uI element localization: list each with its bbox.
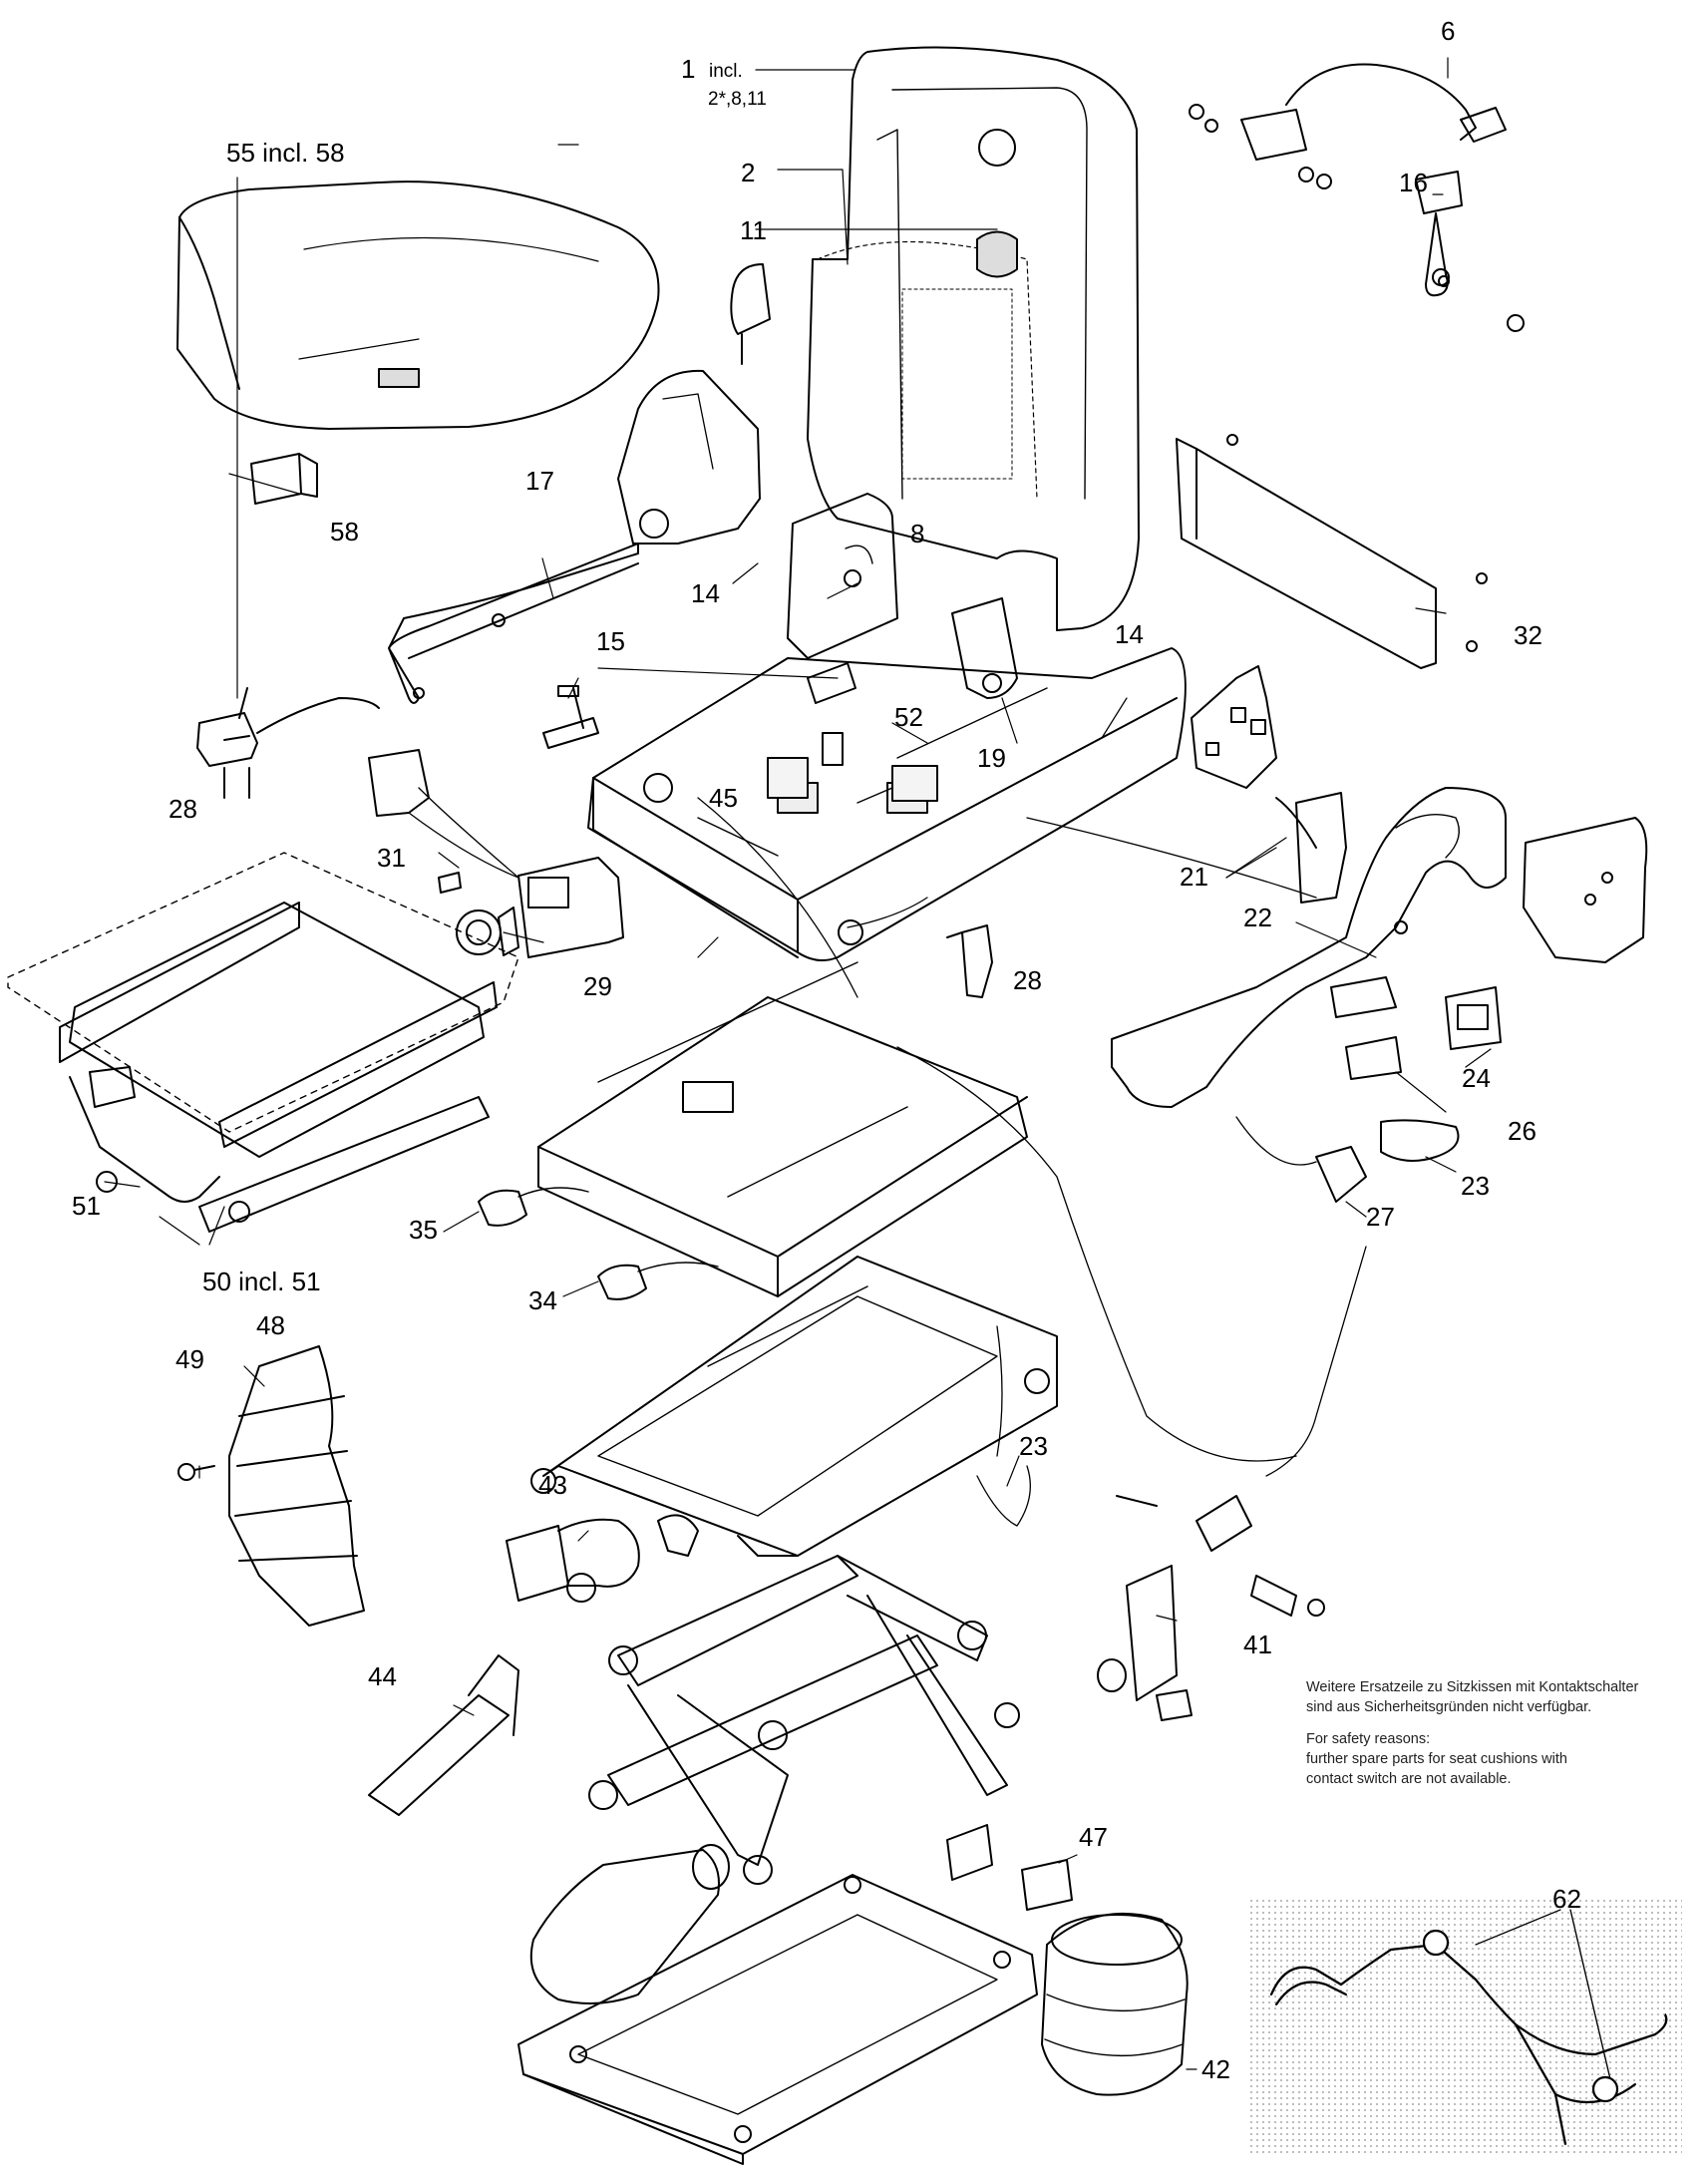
safety-note-de-line-1: Weitere Ersatzeile zu Sitzkissen mit Kon…: [1306, 1679, 1639, 1695]
part-label-1-sub: 2*,8,11: [708, 89, 767, 110]
armrest-bracket-part-21: [1191, 665, 1347, 904]
seatbelt-buckle-part-16: [1415, 171, 1525, 332]
safety-note: Weitere Ersatzeile zu Sitzkissen mit Kon…: [1306, 1677, 1638, 1789]
part-label-58: 58: [330, 517, 359, 546]
valve-part-47: [946, 1824, 1073, 1911]
side-panel-left: [617, 369, 761, 545]
backrest-lever-part-11: [730, 263, 771, 365]
part-label-29: 29: [583, 971, 612, 1001]
part-label-23-lower: 23: [1019, 1431, 1048, 1461]
part-label-8: 8: [910, 519, 925, 548]
lever-part-34: [597, 1262, 719, 1300]
part-label-14-right: 14: [1115, 619, 1144, 649]
part-label-45: 45: [709, 783, 738, 813]
cushion-clip-part-58: [250, 453, 318, 505]
backrest-part-1: [807, 46, 1140, 631]
part-label-24: 24: [1462, 1063, 1491, 1093]
connector-part-52: [856, 765, 938, 804]
scissor-mechanism: [588, 1555, 1020, 1885]
armrest-cover-part-22-right: [1523, 817, 1648, 963]
clip-part-15: [542, 662, 856, 749]
part-label-62: 62: [1552, 1884, 1581, 1914]
switch-panel-part-24: [1330, 976, 1502, 1050]
part-label-2: 2: [741, 158, 756, 187]
part-label-41: 41: [1243, 1630, 1272, 1659]
part-label-48: 48: [256, 1310, 285, 1340]
side-trim-part-17: [388, 543, 639, 704]
part-label-51: 51: [72, 1191, 101, 1221]
safety-note-de-line-2: sind aus Sicherheitsgründen nicht verfüg…: [1306, 1699, 1592, 1715]
knob-part-29: [438, 872, 519, 956]
seatbelt-part-6: [1189, 63, 1507, 189]
part-label-49: 49: [175, 1344, 204, 1374]
safety-note-en-line-1: For safety reasons:: [1306, 1731, 1431, 1747]
suspension-upper-frame: [530, 1256, 1058, 1557]
part-label-43: 43: [538, 1470, 567, 1500]
part-label-47: 47: [1079, 1822, 1108, 1852]
lever-part-35: [478, 1187, 589, 1227]
lever-arm-part-44: [368, 1654, 519, 1816]
part-label-15: 15: [596, 626, 625, 656]
slide-rail-part-50: [7, 852, 519, 1223]
bellows-part-48: [228, 1345, 365, 1627]
seat-cushion-part-55: [176, 181, 660, 430]
part-label-32: 32: [1514, 620, 1542, 650]
part-label-6: 6: [1441, 16, 1456, 46]
screw-part-49: [177, 1463, 215, 1481]
part-label-17: 17: [525, 466, 554, 496]
shock-absorber-part-41: [1097, 1495, 1325, 1721]
backrest-bracket-part-14: [787, 493, 898, 659]
part-label-28-left: 28: [169, 794, 197, 824]
switch-part-28: [196, 687, 993, 998]
part-label-27: 27: [1366, 1202, 1395, 1232]
control-housing-part-31: [368, 749, 624, 958]
part-label-22: 22: [1243, 903, 1272, 932]
safety-note-en-line-2: further spare parts for seat cushions wi…: [1306, 1751, 1567, 1767]
gas-cylinder: [529, 1844, 730, 2004]
part-label-23-upper: 23: [1461, 1171, 1490, 1201]
base-frame: [517, 1874, 1038, 2165]
part-label-44: 44: [368, 1661, 397, 1691]
relay-part-45: [767, 732, 844, 799]
part-label-14-left: 14: [691, 578, 720, 608]
slide-rail-part-51: [69, 1076, 490, 1233]
switch-part-26: [1345, 1036, 1402, 1080]
cable-part-27: [1235, 1116, 1367, 1203]
part-label-16: 16: [1399, 168, 1428, 197]
part-label-50: 50 incl. 51: [202, 1267, 321, 1296]
lever-part-19: [951, 597, 1018, 699]
cover-part-23: [1380, 1119, 1460, 1162]
part-label-11: 11: [740, 215, 767, 245]
part-label-19: 19: [977, 743, 1006, 773]
part-label-1: 1: [681, 54, 696, 84]
part-label-52: 52: [894, 702, 923, 732]
part-label-1-incl: incl.: [709, 61, 743, 82]
cable-routing: [697, 797, 1367, 1527]
mounting-plate: [537, 961, 1028, 1297]
part-label-42: 42: [1201, 2054, 1230, 2084]
part-label-35: 35: [409, 1215, 438, 1245]
air-spring-part-42: [1041, 1912, 1189, 2096]
part-label-34: 34: [528, 1285, 557, 1315]
motor-part-43: [506, 1514, 699, 1603]
part-label-21: 21: [1180, 862, 1208, 892]
part-label-31: 31: [377, 843, 406, 873]
part-label-26: 26: [1508, 1116, 1537, 1146]
part-label-28-right: 28: [1013, 965, 1042, 995]
back-panel-part-32: [1176, 434, 1488, 669]
safety-note-en-line-3: contact switch are not available.: [1306, 1771, 1512, 1787]
armrest-part-22: [1111, 787, 1507, 1108]
cable-harness-inset: [1248, 1898, 1682, 2153]
part-label-55: 55 incl. 58: [226, 138, 345, 168]
